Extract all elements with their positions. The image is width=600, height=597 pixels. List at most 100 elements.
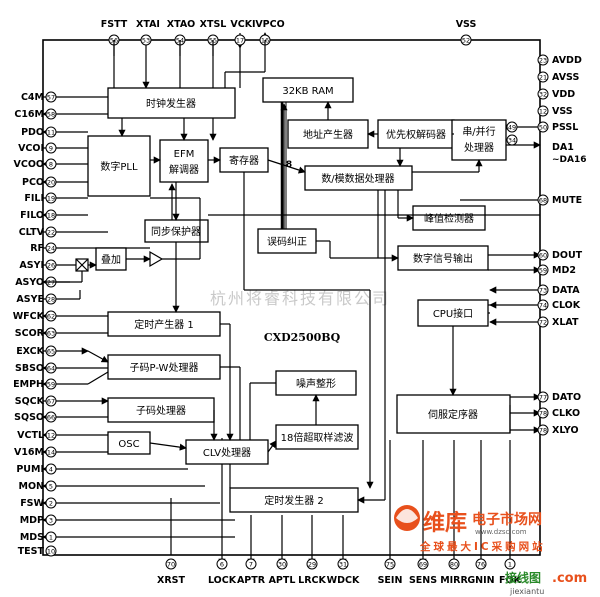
subcode-label: 子码处理器 (136, 405, 186, 417)
left-pin-label: PDO (21, 127, 44, 138)
digital-pll-block (87, 135, 151, 197)
bottom-pin-label: XRST (157, 575, 185, 586)
timing-gen1-block (107, 311, 221, 337)
pin-number: 12 (539, 108, 547, 116)
pin-number: 64 (47, 365, 55, 373)
pin-number: 8 (49, 161, 53, 169)
error-correction-block (257, 228, 317, 254)
connections (43, 40, 540, 504)
pin-number: 17 (236, 37, 244, 45)
serial-parallel-label: 串/并行 (462, 125, 495, 138)
pin-number: 32 (539, 91, 547, 99)
efm-label: EFM (174, 149, 195, 160)
right-pin-label: ~DA16 (552, 155, 587, 165)
pin-number: 10 (47, 548, 55, 556)
site-logo: 维库 电子市场网 www.dzsc.com 全球最大IC采购网站 接线图 .co… (394, 505, 587, 596)
pin-number: 19 (47, 195, 55, 203)
pin-number: 2 (49, 500, 53, 508)
pin-number: 69 (419, 561, 427, 569)
oversampling-label: 18倍超取样滤波 (281, 431, 354, 444)
ram-block (262, 77, 354, 103)
pin-number: 60 (539, 252, 547, 260)
pin-number: 80 (450, 561, 458, 569)
serial-parallel-label-2: 处理器 (464, 142, 494, 154)
osc-label: OSC (118, 439, 139, 450)
left-pin-label: CLTV (19, 227, 45, 238)
pin-number: 9 (49, 145, 53, 153)
logo-market: 电子市场网 (472, 511, 542, 528)
subcode-block (107, 397, 215, 423)
right-pin-label: XLYO (552, 425, 579, 436)
pin-number: 29 (308, 561, 316, 569)
top-pin-label: VSS (456, 19, 477, 30)
watermark-text: 杭州将睿科技有限公司 (210, 289, 390, 308)
pin-number: 6 (220, 561, 224, 569)
left-pin-label: EMPH (13, 379, 44, 390)
left-pin-label: ASYI (19, 260, 44, 271)
left-pin-label: TEST (18, 546, 45, 557)
pin-number: 1 (49, 534, 53, 542)
left-pin-label: WFCK (13, 311, 45, 322)
left-pin-label: MDP (20, 515, 44, 526)
right-pin-label: DATA (552, 285, 580, 296)
pin-num-circle (460, 34, 472, 46)
bottom-pin-label: LRCK (298, 575, 326, 586)
pin-number: 58 (47, 111, 55, 119)
pin-number: 5 (49, 483, 53, 491)
top-pin-label: VCKI (230, 19, 255, 30)
bottom-pin-label: SENS (409, 575, 437, 586)
pin-number: 14 (47, 449, 55, 457)
pin-number: 23 (539, 57, 547, 65)
pin-number: 62 (47, 313, 55, 321)
pin-number: 75 (386, 561, 394, 569)
right-pin-label: VDD (552, 89, 575, 100)
right-pin-label: CLOK (552, 300, 581, 311)
pin-number: 31 (339, 561, 347, 569)
left-pin-label: EXCK (16, 346, 44, 357)
right-pin-label: MUTE (552, 195, 582, 206)
pin-num-circle (140, 34, 152, 46)
cpu-interface-label: CPU接口 (433, 307, 473, 320)
left-pin-label: FILI (24, 193, 44, 204)
priority-decoder-label: 优先权解码器 (386, 128, 446, 141)
right-pin-label: DA1 (552, 142, 574, 153)
ram-label: 32KB RAM (282, 86, 333, 97)
left-pin-label: SQSO (14, 412, 44, 423)
pin-number: 65 (47, 348, 55, 356)
error-correction-label: 误码纠正 (267, 236, 307, 248)
left-pins: C4M C16M PDO VCOI VCOO PCO FILI FILO CLT… (13, 91, 235, 557)
pin-number: 77 (539, 394, 547, 402)
left-pin-label: V16M (14, 447, 44, 458)
right-pin-label: DATO (552, 392, 581, 403)
bottom-pin-label: APTL (269, 575, 296, 586)
chip-outline (42, 39, 541, 556)
top-pin-label: XTAO (167, 19, 196, 30)
left-pin-label: MON (19, 481, 45, 492)
pin-number: 22 (47, 229, 55, 237)
pin-number: 78 (539, 427, 547, 435)
register-label: 寄存器 (229, 154, 259, 167)
top-pin-label: XTSL (200, 19, 227, 30)
left-pin-label: VCOI (18, 143, 44, 154)
pin-number: 3 (49, 517, 53, 525)
pin-number: 4 (49, 466, 53, 474)
left-pin-label: C4M (21, 92, 44, 103)
right-pin-label: CLKO (552, 408, 580, 419)
cpu-interface-block (417, 299, 489, 327)
digital-pll-label: 数字PLL (100, 160, 138, 173)
peak-detector-label: 峰值检测器 (424, 212, 474, 225)
servo-sequencer-label: 伺服定序器 (428, 408, 478, 421)
pin-number: 1 (508, 561, 512, 569)
pin-number: 34 (508, 137, 516, 145)
left-pin-label: PCO (22, 177, 44, 188)
address-generator-block (287, 119, 369, 149)
top-pin-label: VPCO (255, 19, 284, 30)
serial-parallel-block (451, 119, 507, 161)
bottom-pin-label: MIRR (440, 575, 468, 586)
right-pin-label: MD2 (552, 265, 576, 276)
logo-footer-dot: .com (552, 571, 587, 586)
top-pin-label: FSTT (101, 19, 128, 30)
pin-number: 59 (539, 267, 547, 275)
digital-out-block (397, 245, 489, 271)
